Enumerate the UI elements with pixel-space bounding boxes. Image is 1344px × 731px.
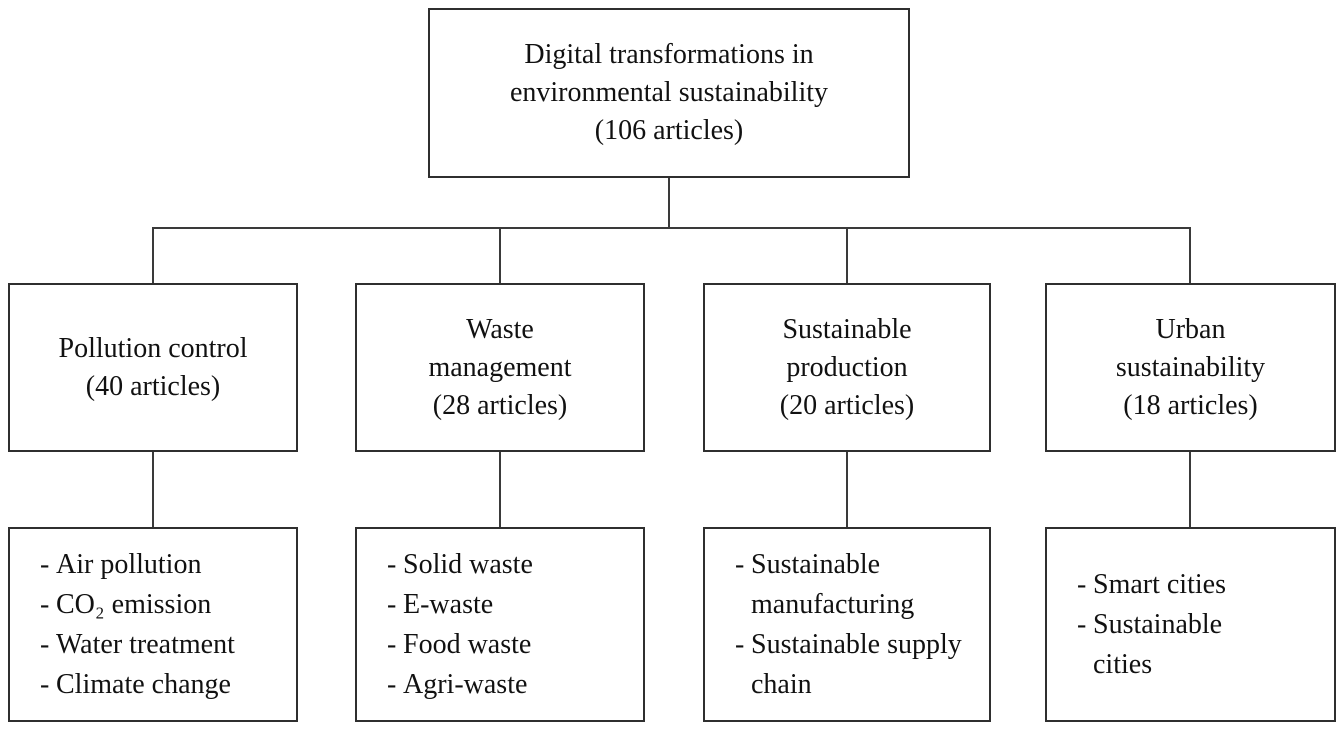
branch-node-waste-management: Waste management (28 articles) xyxy=(355,283,645,452)
branch-article-count: (18 articles) xyxy=(1123,389,1258,421)
branch-node-pollution-control: Pollution control (40 articles) xyxy=(8,283,298,452)
dash-bullet: - xyxy=(735,548,745,580)
root-title-line: Digital transformations in xyxy=(524,39,814,70)
topic-label: CO₂ emission xyxy=(56,588,212,620)
branch-label-line: Urban xyxy=(1155,313,1226,345)
topic-label: Agri-waste xyxy=(403,668,528,700)
topic-item: - Smart cities xyxy=(1077,565,1326,605)
connector-stem-pollution-control-topics xyxy=(152,452,154,527)
branch-article-count: (28 articles) xyxy=(432,389,568,421)
topic-label: Smart cities xyxy=(1093,568,1226,600)
branch-article-count: (20 articles) xyxy=(779,389,915,421)
connector-stem-waste-management-topics xyxy=(499,452,501,527)
dash-bullet: - xyxy=(387,588,397,620)
dash-bullet: - xyxy=(40,548,50,580)
dash-bullet: - xyxy=(387,628,397,660)
topics-node-sustainable-production: - Sustainable manufacturing - Sustainabl… xyxy=(703,527,991,722)
topic-item: - Sustainable cities xyxy=(1077,605,1326,685)
branch-article-count: (40 articles) xyxy=(85,370,221,402)
topic-label: Sustainable supply chain xyxy=(751,628,962,700)
root-article-count: (106 articles) xyxy=(594,115,744,146)
topic-label: Sustainable cities xyxy=(1093,608,1223,680)
topic-item: - CO₂ emission xyxy=(40,585,288,625)
dash-bullet: - xyxy=(40,628,50,660)
topic-label: Food waste xyxy=(403,628,532,660)
branch-node-sustainable-production: Sustainable production (20 articles) xyxy=(703,283,991,452)
branch-label-line: Sustainable xyxy=(782,313,912,345)
topic-item: - E-waste xyxy=(387,585,635,625)
connector-horizontal-rail xyxy=(152,227,1191,229)
connector-stem-urban-sustainability-topics xyxy=(1189,452,1191,527)
connector-drop-pollution-control xyxy=(152,227,154,283)
topic-label: Sustainable manufacturing xyxy=(751,548,915,620)
branch-label-line: production xyxy=(786,351,908,383)
topic-label: Water treatment xyxy=(56,628,235,660)
topic-label: Air pollution xyxy=(56,548,202,580)
connector-stem-sustainable-production-topics xyxy=(846,452,848,527)
topic-item: - Solid waste xyxy=(387,545,635,585)
dash-bullet: - xyxy=(40,588,50,620)
topic-item: - Climate change xyxy=(40,665,288,705)
topic-item: - Water treatment xyxy=(40,625,288,665)
topic-item: - Sustainable supply chain xyxy=(735,625,981,705)
dash-bullet: - xyxy=(387,548,397,580)
connector-drop-sustainable-production xyxy=(846,227,848,283)
topic-item: - Food waste xyxy=(387,625,635,665)
dash-bullet: - xyxy=(387,668,397,700)
root-title-line: environmental sustainability xyxy=(509,77,829,108)
topic-label: Climate change xyxy=(56,668,231,700)
dash-bullet: - xyxy=(1077,608,1087,640)
topic-label: Solid waste xyxy=(403,548,533,580)
branch-label-line: sustainability xyxy=(1115,351,1266,383)
dash-bullet: - xyxy=(735,628,745,660)
topics-node-urban-sustainability: - Smart cities - Sustainable cities xyxy=(1045,527,1336,722)
branch-label-line: management xyxy=(428,351,572,383)
topic-item: - Sustainable manufacturing xyxy=(735,545,981,625)
branch-node-urban-sustainability: Urban sustainability (18 articles) xyxy=(1045,283,1336,452)
dash-bullet: - xyxy=(1077,568,1087,600)
connector-drop-urban-sustainability xyxy=(1189,227,1191,283)
connector-root-stem xyxy=(668,178,670,228)
branch-label-line: Pollution control xyxy=(58,332,248,364)
root-node: Digital transformations in environmental… xyxy=(428,8,910,178)
topics-node-pollution-control: - Air pollution - CO₂ emission - Water t… xyxy=(8,527,298,722)
topic-item: - Agri-waste xyxy=(387,665,635,705)
topic-item: - Air pollution xyxy=(40,545,288,585)
topic-label: E-waste xyxy=(403,588,494,620)
topics-node-waste-management: - Solid waste - E-waste - Food waste - A… xyxy=(355,527,645,722)
branch-label-line: Waste xyxy=(466,313,534,345)
dash-bullet: - xyxy=(40,668,50,700)
connector-drop-waste-management xyxy=(499,227,501,283)
